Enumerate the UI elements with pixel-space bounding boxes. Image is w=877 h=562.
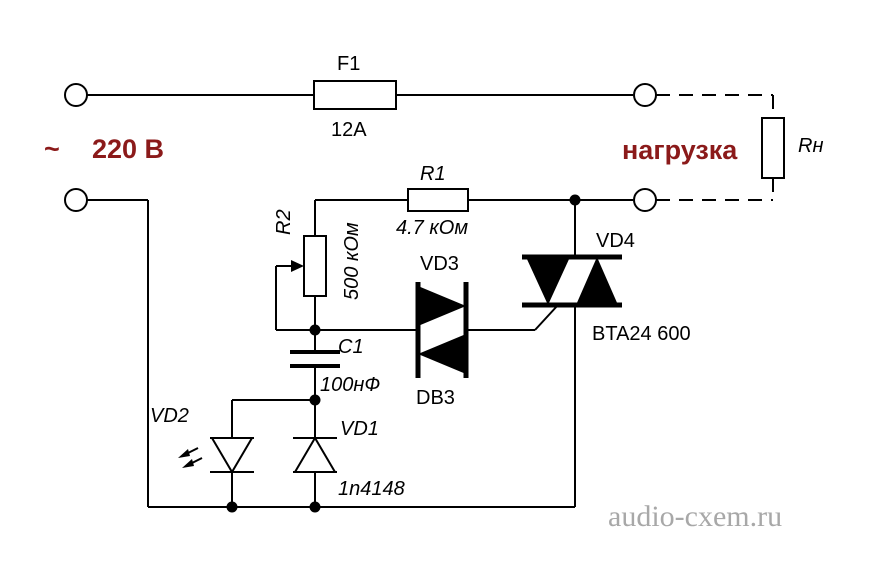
load-wires [656,94,774,201]
junction-dots [226,194,581,513]
diac-db3 [415,282,469,378]
label-f1: F1 [337,53,360,75]
label-db3: DB3 [416,387,455,409]
led-light-icon [178,447,203,468]
trigger-wire [276,304,559,331]
label-c1-value: 100нФ [320,374,380,396]
ac-symbol: ~ [44,134,60,164]
label-load: нагрузка [622,135,738,165]
label-mains-voltage: 220 В [92,134,164,164]
r2-branch [275,200,316,330]
label-vd3: VD3 [420,253,459,275]
label-c1: C1 [338,336,364,358]
diode-branches [231,399,316,507]
label-vd1: VD1 [340,418,379,440]
label-vd1-value: 1n4148 [338,478,405,500]
resistor-r1 [407,188,469,212]
left-rail [87,199,575,508]
terminal-top-left [64,83,88,107]
label-r1: R1 [420,163,446,185]
label-r2: R2 [273,209,295,235]
fuse-f1 [313,80,397,110]
terminal-top-right [633,83,657,107]
wiper-arrow-icon [291,260,304,272]
label-rn: Rн [798,135,823,157]
potentiometer-r2 [303,235,327,297]
terminal-bottom-right [633,188,657,212]
led-vd2 [210,437,254,474]
watermark: audio-cxem.ru [608,500,782,533]
triac-vd4 [522,200,622,507]
terminal-bottom-left [64,188,88,212]
label-r2-value: 500 кОм [341,222,363,300]
label-vd4: VD4 [596,230,635,252]
diode-vd1 [293,436,337,473]
label-vd2: VD2 [150,405,189,427]
label-r1-value: 4.7 кОм [396,217,468,239]
load-resistor-rn [761,117,785,179]
label-f1-value: 12A [331,119,367,141]
label-vd4-value: BTA24 600 [592,323,691,345]
